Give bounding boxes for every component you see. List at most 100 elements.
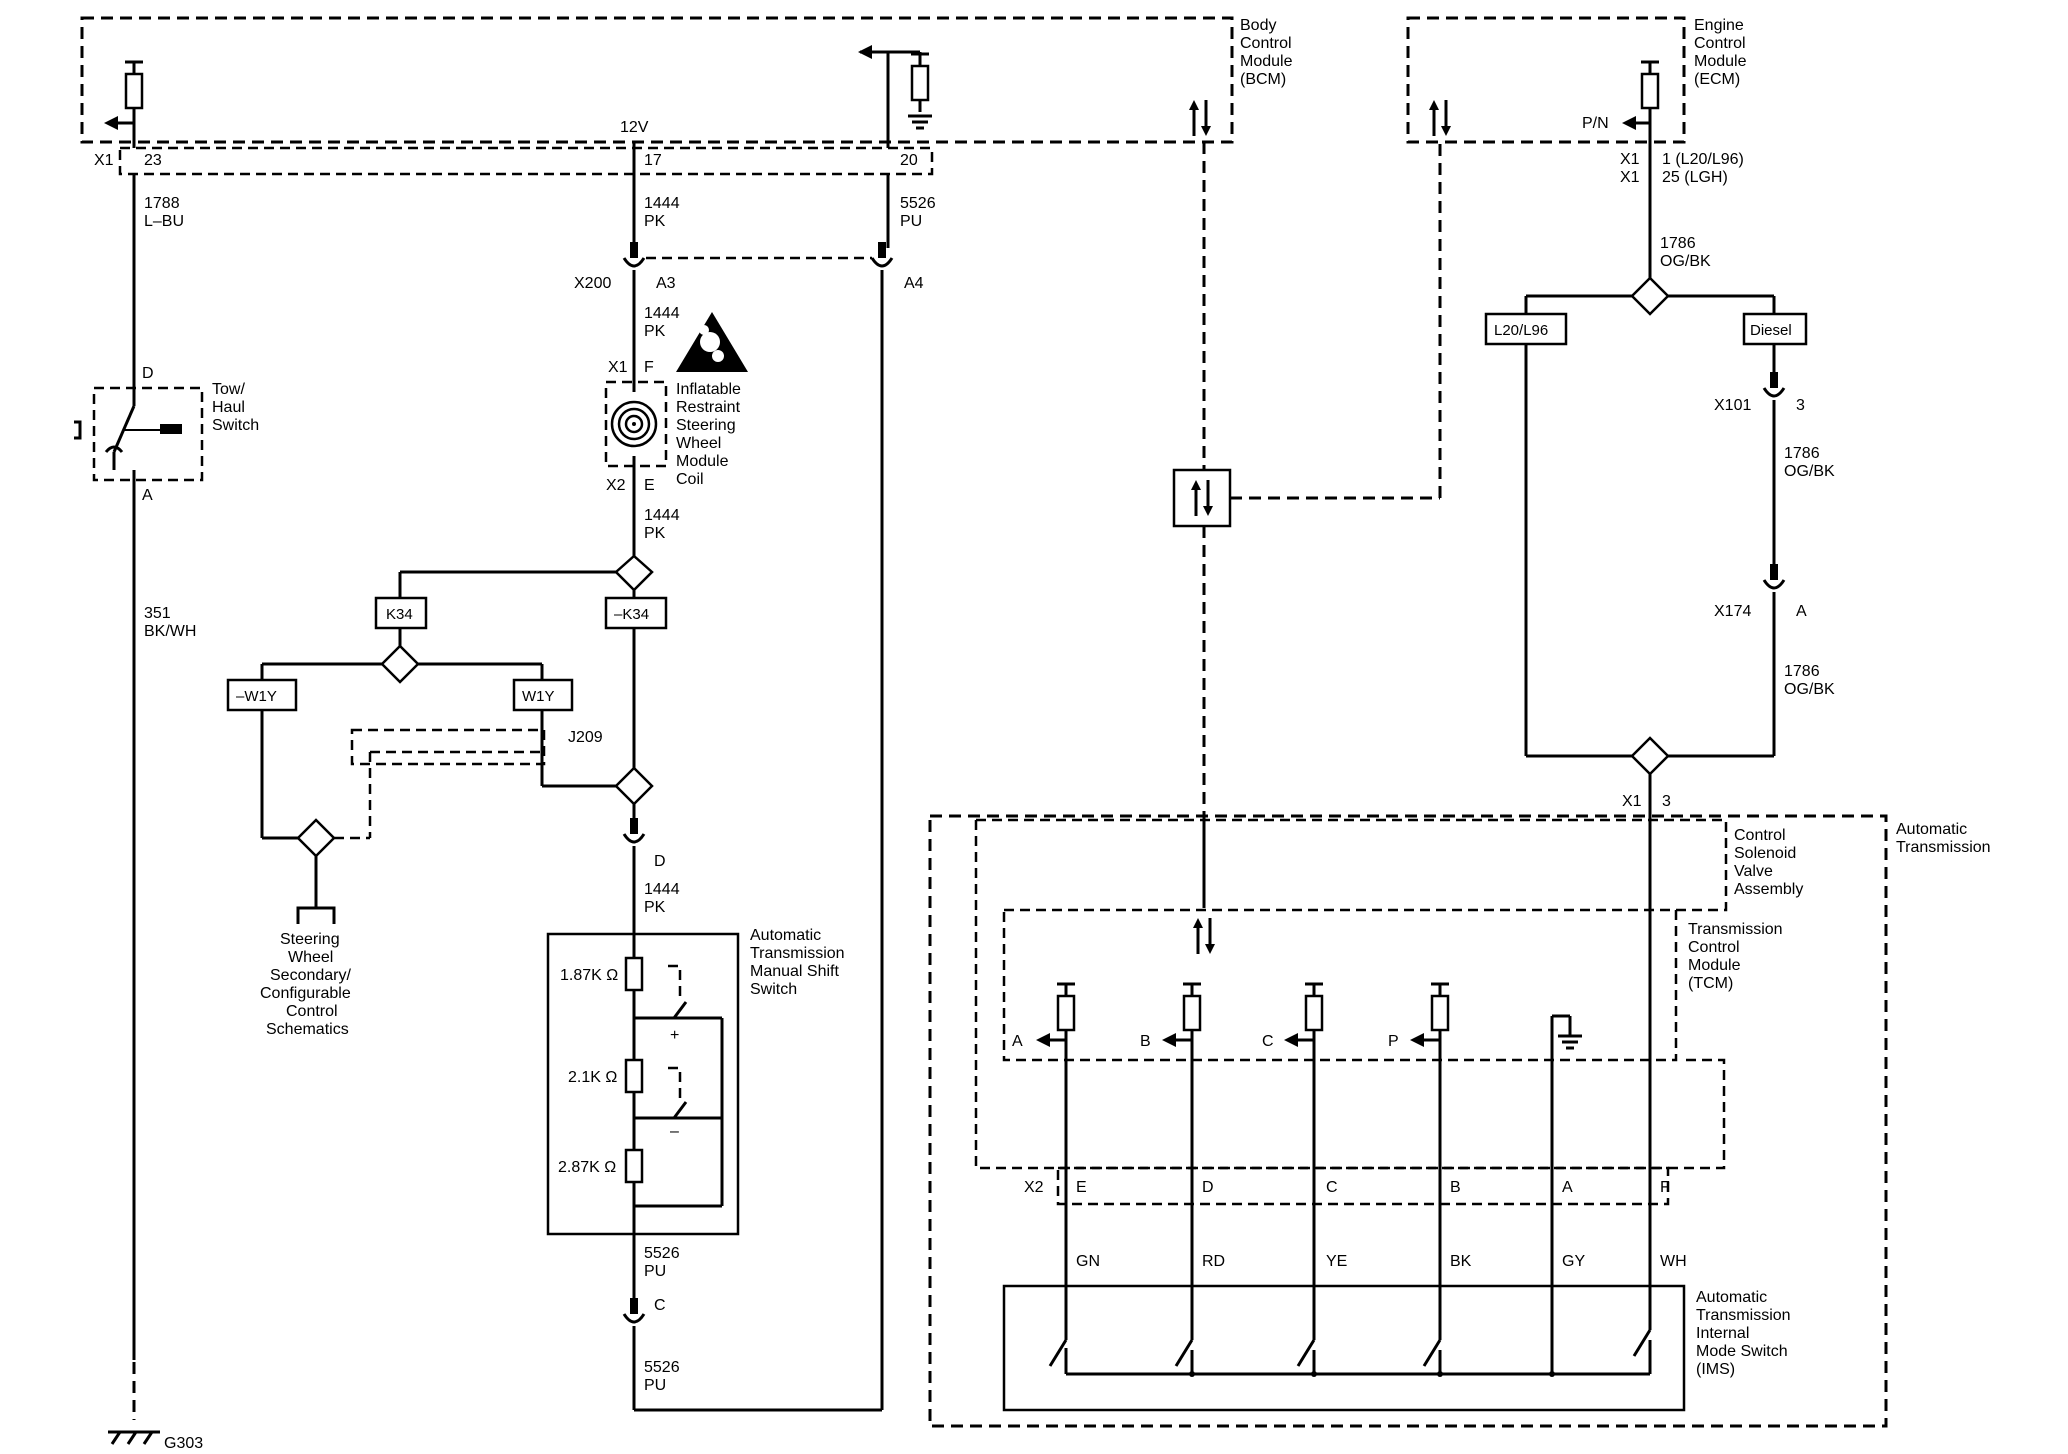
splice-j209: J209 — [350, 728, 603, 838]
bcm-data-arrows-icon — [1187, 98, 1213, 138]
x174-label: X174 — [1714, 603, 1751, 620]
sw-secondary-label: Steering Wheel Secondary/ Configurable C… — [260, 931, 351, 1038]
x2-pin-d: D — [1202, 1179, 1214, 1196]
splice-sw-secondary — [296, 818, 336, 858]
resistor-1-label: 1.87K Ω — [560, 967, 618, 984]
svg-text:Solenoid: Solenoid — [1734, 845, 1796, 862]
x101-label: X101 — [1714, 397, 1751, 414]
x2-pin-b: B — [1450, 1179, 1461, 1196]
connector-c — [622, 1296, 646, 1324]
wire-1444b-num: 1444 — [644, 305, 680, 322]
ecm-pn-label: P/N — [1582, 115, 1609, 132]
svg-text:Valve: Valve — [1734, 863, 1773, 880]
tcm-fuse-c: C — [1262, 982, 1325, 1050]
resistor-2-label: 2.1K Ω — [568, 1069, 617, 1086]
manual-shift-switch: 1.87K Ω 2.1K Ω 2.87K Ω + – Automatic Tra… — [546, 927, 845, 1236]
tcm-a-label: A — [1012, 1033, 1023, 1050]
trans-x1-label: X1 — [1622, 793, 1642, 810]
wire-1786b-color: OG/BK — [1784, 463, 1835, 480]
wire-351: 351 BK/WH — [132, 480, 196, 1420]
airbag-coil: X1 F X2 E Inflatable Restraint Steering … — [604, 359, 741, 494]
svg-text:Mode Switch: Mode Switch — [1696, 1343, 1788, 1360]
tcm-module: Transmission Control Module (TCM) — [1002, 908, 1783, 1206]
upshift-plus-label: + — [670, 1027, 679, 1044]
tow-haul-label-3: Switch — [212, 417, 259, 434]
bcm-label-3: Module — [1240, 53, 1293, 70]
bcm-pin-17: 17 — [644, 152, 662, 169]
option-tag-not-w1y: –W1Y — [226, 678, 298, 712]
svg-text:Configurable: Configurable — [260, 985, 351, 1002]
svg-text:Module: Module — [1694, 53, 1747, 70]
coil-e-label: E — [644, 477, 655, 494]
connector-a4-label: A4 — [904, 275, 924, 292]
splice-w1y — [380, 644, 420, 684]
wire-351-num: 351 — [144, 605, 171, 622]
automatic-transmission: Automatic Transmission — [928, 814, 1991, 1428]
tcm-x2-label: X2 — [1024, 1179, 1044, 1196]
tcm-fuse-a: A — [1012, 982, 1077, 1050]
bcm-label-1: Body — [1240, 17, 1276, 34]
voltage-12v: 12V — [620, 119, 649, 136]
option-l20-label: L20/L96 — [1494, 322, 1548, 339]
option-w1y-label: W1Y — [522, 688, 555, 705]
x2-pin-f: F — [1660, 1179, 1670, 1196]
bcm-pin-23: 23 — [144, 152, 162, 169]
svg-text:Schematics: Schematics — [266, 1021, 349, 1038]
coil-label-2: Restraint — [676, 399, 741, 416]
wire-1444d-num: 1444 — [644, 881, 680, 898]
svg-text:Control: Control — [1688, 939, 1740, 956]
option-tag-l20: L20/L96 — [1484, 312, 1568, 346]
wire-5526b-num: 5526 — [644, 1359, 680, 1376]
splice-top — [398, 554, 654, 598]
connector-x174 — [1762, 562, 1786, 590]
downshift-minus-label: – — [670, 1123, 679, 1140]
trans-pin-3: 3 — [1662, 793, 1671, 810]
tow-haul-pin-a: A — [142, 487, 153, 504]
wire-1788: 1788 L–BU — [132, 174, 184, 388]
bcm-module: Body Control Module (BCM) — [80, 16, 1293, 176]
svg-text:Control: Control — [1734, 827, 1786, 844]
svg-text:(ECM): (ECM) — [1694, 71, 1740, 88]
wire-5526a-color: PU — [644, 1263, 666, 1280]
svg-text:Transmission: Transmission — [750, 945, 845, 962]
svg-text:Secondary/: Secondary/ — [270, 967, 351, 984]
x2-pin-c: C — [1326, 1179, 1338, 1196]
j209-label: J209 — [568, 729, 603, 746]
svg-text:Control: Control — [286, 1003, 338, 1020]
ground-g303-label: G303 — [164, 1435, 203, 1452]
option-tag-diesel: Diesel — [1742, 312, 1808, 346]
tcm-ground — [1550, 1014, 1584, 1330]
resistor-3-label: 2.87K Ω — [558, 1159, 616, 1176]
wire-1786c-num: 1786 — [1784, 663, 1820, 680]
connector-d — [622, 816, 646, 844]
x174-pin: A — [1796, 603, 1807, 620]
option-not-w1y-label: –W1Y — [236, 688, 277, 705]
coil-label-4: Wheel — [676, 435, 721, 452]
wire-1444a-num: 1444 — [644, 195, 680, 212]
svg-text:Control: Control — [1694, 35, 1746, 52]
option-tag-k34: K34 — [374, 596, 428, 630]
bcm-fuse-23 — [104, 60, 145, 148]
coil-label-3: Steering — [676, 417, 736, 434]
wire-1786c-color: OG/BK — [1784, 681, 1835, 698]
wire-color-bk: BK — [1450, 1253, 1472, 1270]
svg-text:Transmission: Transmission — [1688, 921, 1783, 938]
tcm-fuse-p: P — [1388, 982, 1451, 1050]
tcm-c-label: C — [1262, 1033, 1274, 1050]
splice-ecm — [1630, 276, 1670, 316]
wire-1444d-color: PK — [644, 899, 666, 916]
tcm-x2-pins: X2 E D C B A F — [1024, 1179, 1670, 1196]
ecm-pin-25: 25 (LGH) — [1662, 169, 1728, 186]
svg-text:Switch: Switch — [750, 981, 797, 998]
wire-1444c-color: PK — [644, 525, 666, 542]
x2-pin-a: A — [1562, 1179, 1573, 1196]
wire-color-ye: YE — [1326, 1253, 1347, 1270]
option-tag-w1y: W1Y — [512, 678, 574, 712]
coil-x2-label: X2 — [606, 477, 626, 494]
wire-1788-color: L–BU — [144, 213, 184, 230]
tow-haul-label-2: Haul — [212, 399, 245, 416]
airbag-warning-icon — [676, 312, 748, 372]
wire-1444b-color: PK — [644, 323, 666, 340]
ims-wire-colors: GN RD YE BK GY WH — [1076, 1253, 1687, 1270]
svg-text:Steering: Steering — [280, 931, 340, 948]
